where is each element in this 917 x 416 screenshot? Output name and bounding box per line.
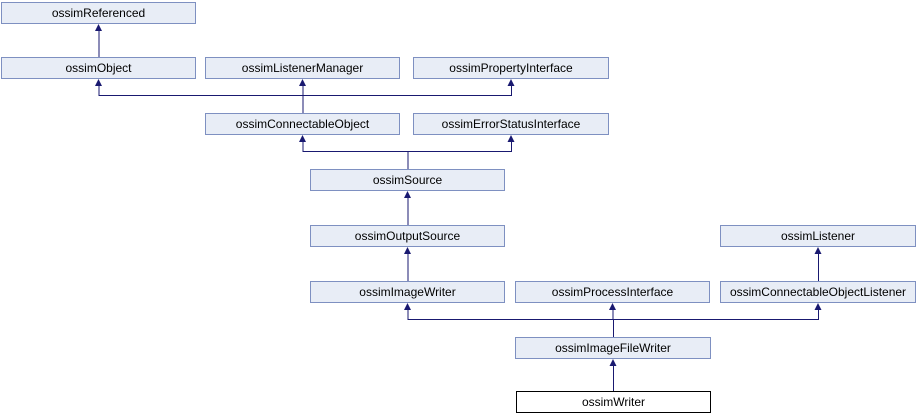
class-node-ossimErrorStatusInterface[interactable]: ossimErrorStatusInterface <box>413 113 609 135</box>
class-node-ossimWriter: ossimWriter <box>516 391 711 413</box>
class-node-label: ossimConnectableObject <box>235 117 370 131</box>
class-node-ossimConnectableObject[interactable]: ossimConnectableObject <box>205 113 400 135</box>
inheritance-arrowhead-icon <box>95 24 102 31</box>
class-node-ossimConnectableObjectListener[interactable]: ossimConnectableObjectListener <box>720 281 916 303</box>
inheritance-arrowhead-icon <box>507 79 515 86</box>
class-node-label: ossimPropertyInterface <box>449 61 573 75</box>
inheritance-arrowhead-icon <box>404 303 411 310</box>
inheritance-arrowhead-icon <box>814 303 822 310</box>
class-node-label: ossimWriter <box>581 395 646 409</box>
class-node-ossimOutputSource[interactable]: ossimOutputSource <box>310 225 505 247</box>
class-node-ossimImageWriter[interactable]: ossimImageWriter <box>310 281 505 303</box>
class-node-ossimSource[interactable]: ossimSource <box>310 169 505 191</box>
class-node-label: ossimImageWriter <box>359 285 456 299</box>
inheritance-arrowhead-icon <box>299 79 306 86</box>
class-node-label: ossimReferenced <box>51 6 146 20</box>
class-node-ossimListenerManager[interactable]: ossimListenerManager <box>205 57 400 79</box>
class-node-label: ossimImageFileWriter <box>555 341 671 355</box>
class-node-ossimReferenced[interactable]: ossimReferenced <box>1 2 196 24</box>
inheritance-arrowhead-icon <box>609 303 616 310</box>
class-node-ossimListener[interactable]: ossimListener <box>720 225 916 247</box>
inheritance-arrowhead-icon <box>507 135 515 142</box>
inheritance-arrowhead-icon <box>814 247 822 254</box>
class-node-label: ossimConnectableObjectListener <box>729 285 907 299</box>
class-node-label: ossimErrorStatusInterface <box>441 117 581 131</box>
inheritance-arrowhead-icon <box>404 191 411 198</box>
class-node-label: ossimListener <box>780 229 856 243</box>
class-node-ossimObject[interactable]: ossimObject <box>1 57 196 79</box>
class-node-ossimImageFileWriter[interactable]: ossimImageFileWriter <box>515 337 711 359</box>
class-node-label: ossimOutputSource <box>354 229 461 243</box>
class-node-label: ossimProcessInterface <box>551 285 674 299</box>
class-node-label: ossimSource <box>372 173 443 187</box>
class-node-ossimProcessInterface[interactable]: ossimProcessInterface <box>515 281 710 303</box>
class-node-ossimPropertyInterface[interactable]: ossimPropertyInterface <box>413 57 609 79</box>
class-node-label: ossimListenerManager <box>241 61 364 75</box>
inheritance-arrowhead-icon <box>609 359 617 366</box>
inheritance-arrowhead-icon <box>299 135 306 142</box>
inheritance-arrowhead-icon <box>404 247 411 254</box>
inheritance-arrowhead-icon <box>95 79 102 86</box>
class-node-label: ossimObject <box>65 61 132 75</box>
